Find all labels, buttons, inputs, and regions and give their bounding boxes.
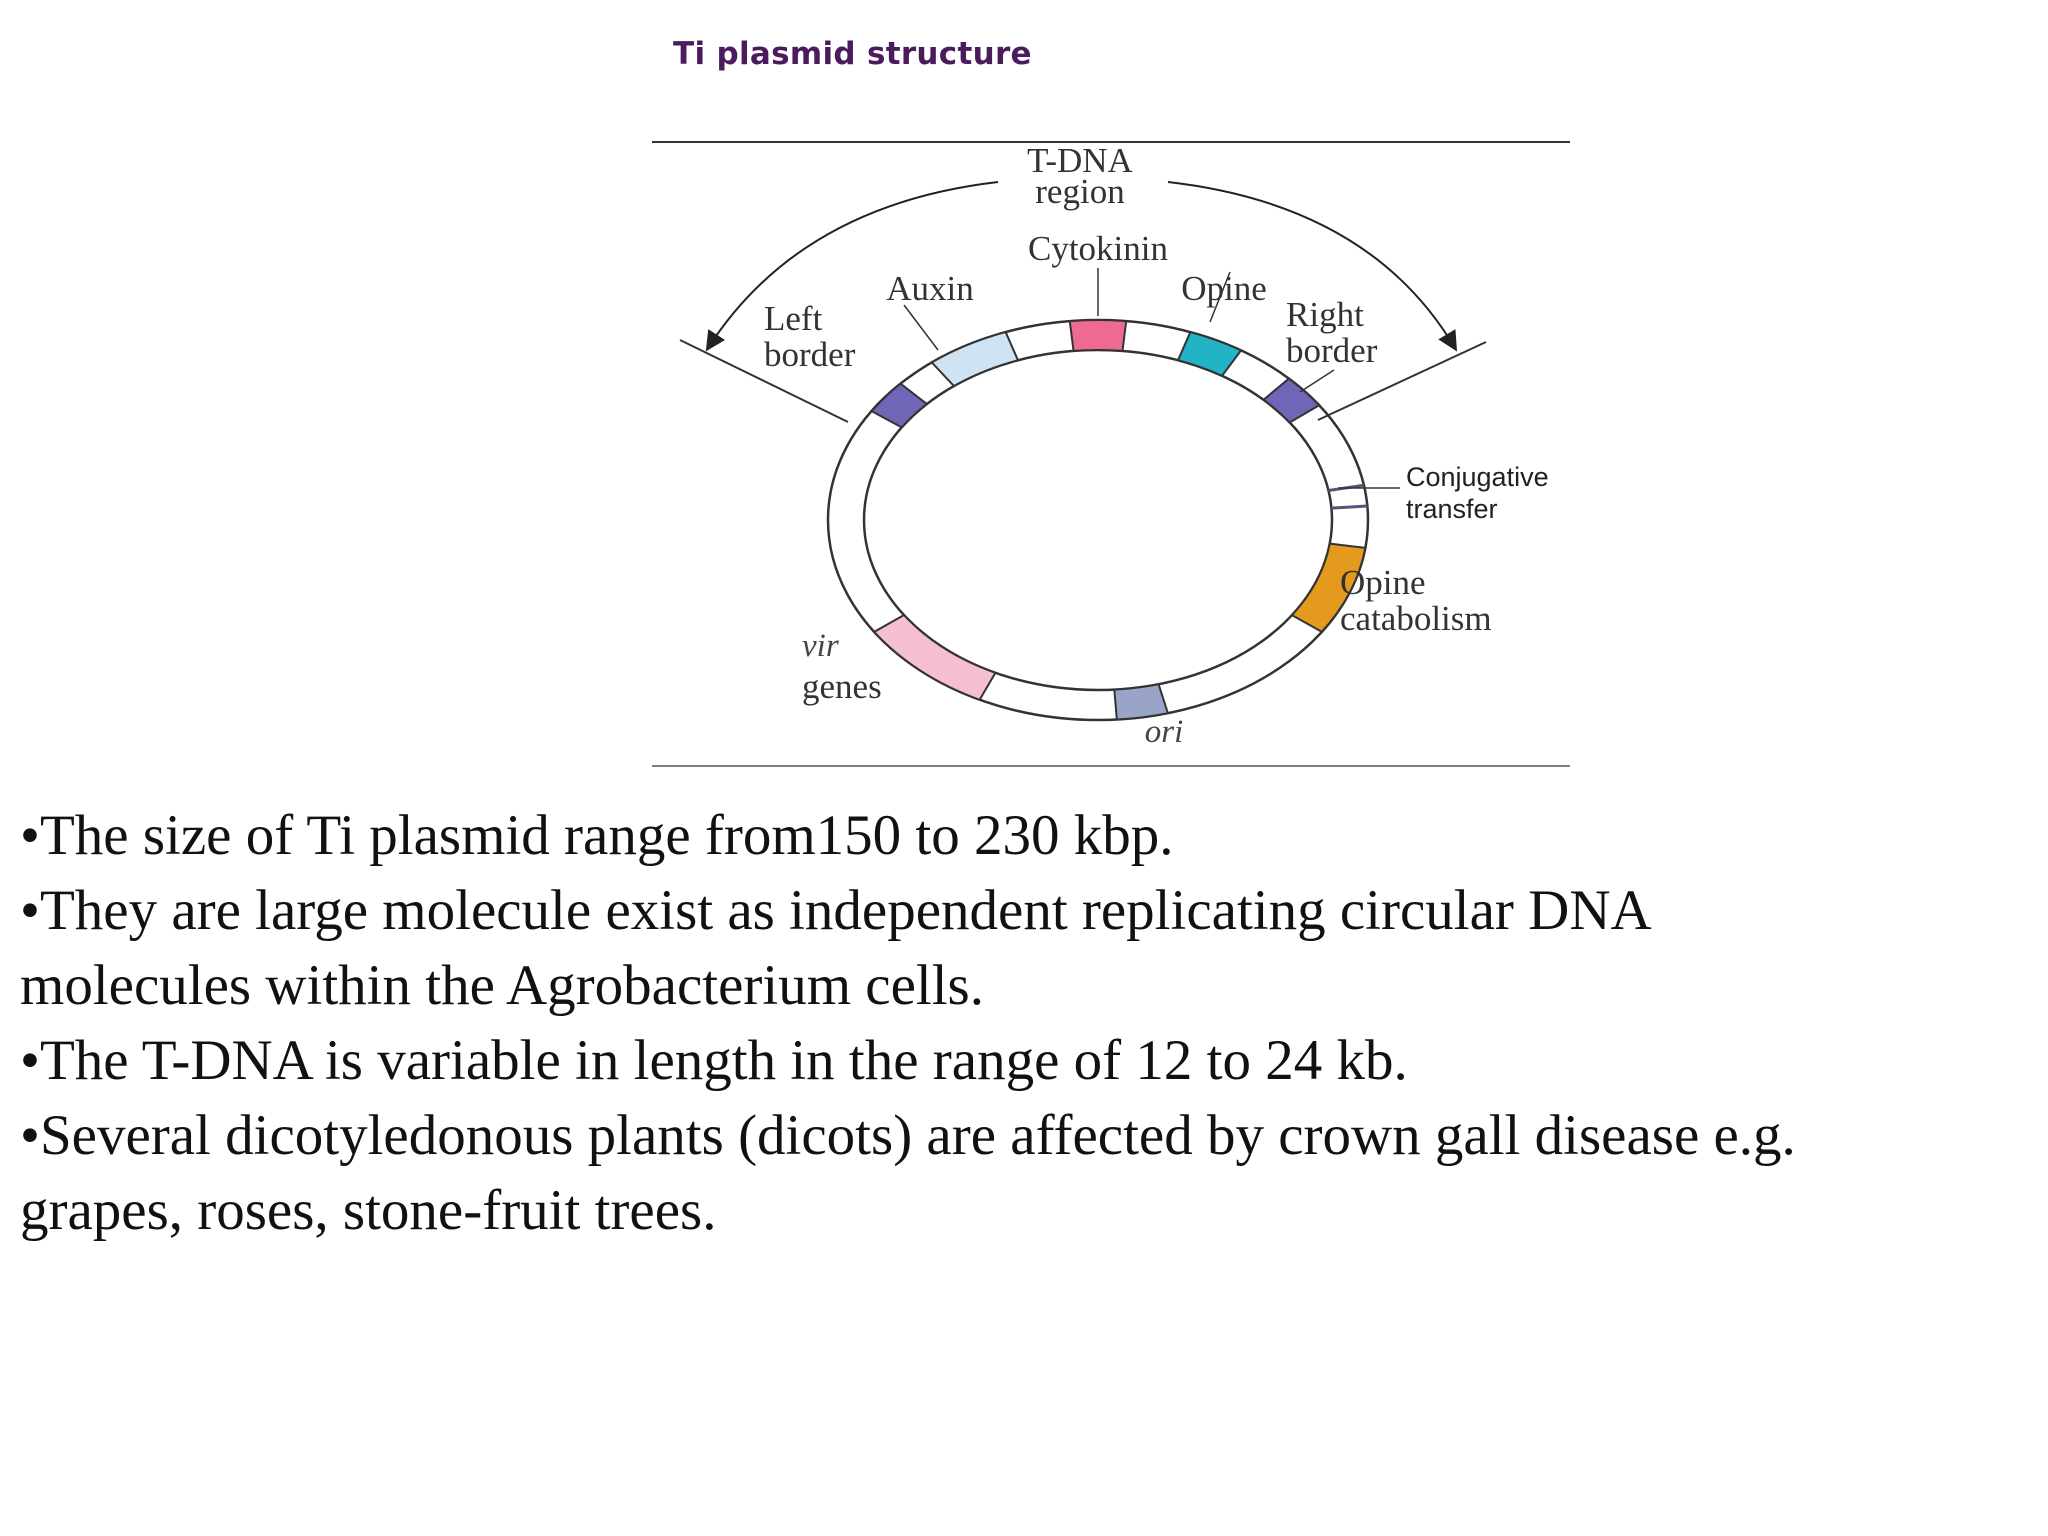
tdna-region-label-line2: region [1035, 172, 1124, 211]
opine-leader [1209, 271, 1231, 323]
tdna-arrow-right [1167, 181, 1458, 352]
vir-genes-label-line1: vir [802, 628, 839, 664]
conjugative-transfer-label-line1: Conjugative [1406, 462, 1549, 492]
left-border-segment [869, 382, 929, 429]
left-border-line [679, 339, 849, 423]
opine-catabolism-label-line1: Opine [1340, 563, 1426, 602]
cytokinin-segment [1068, 319, 1128, 353]
tdna-region-label-line1: T-DNA [1027, 141, 1133, 180]
right-border-line [1317, 341, 1487, 421]
right-border-segment [1261, 377, 1321, 424]
left-border-label-line2: border [764, 335, 856, 374]
auxin-segment [930, 330, 1020, 388]
vir-genes-segment [872, 613, 997, 701]
cytokinin-label: Cytokinin [1028, 229, 1168, 268]
tdna-arrow-left [705, 181, 999, 352]
bullet-line: •The T-DNA is variable in length in the … [20, 1029, 1408, 1092]
auxin-label: Auxin [886, 269, 974, 308]
opine-catabolism-label-line2: catabolism [1340, 599, 1492, 638]
figure-title: Ti plasmid structure [673, 36, 1032, 72]
ori-label: ori [1145, 714, 1184, 750]
opine-label: Opine [1181, 269, 1267, 308]
vir-genes-label-line2: genes [802, 667, 882, 706]
ori-segment [1113, 683, 1170, 721]
right-border-label-line1: Right [1286, 295, 1364, 334]
conjugative-transfer-label-line2: transfer [1406, 494, 1498, 524]
bullet-text: •The size of Ti plasmid range from150 to… [20, 798, 2020, 1248]
bullet-line: •Several dicotyledonous plants (dicots) … [20, 1104, 1796, 1167]
bullet-line: •The size of Ti plasmid range from150 to… [20, 804, 1174, 867]
left-border-label-line1: Left [764, 299, 823, 338]
conjugative-transfer-marker [1331, 504, 1368, 510]
auxin-leader [903, 304, 939, 351]
opine-segment [1176, 330, 1243, 378]
right-border-leader [1299, 369, 1335, 393]
bullet-line: molecules within the Agrobacterium cells… [20, 954, 984, 1017]
bullet-line: grapes, roses, stone-fruit trees. [20, 1179, 717, 1242]
right-border-label-line2: border [1286, 331, 1378, 370]
ti-plasmid-diagram: T-DNA region Cytokinin Auxin Opine Left … [652, 141, 1570, 767]
opine-catabolism-segment [1290, 542, 1367, 634]
bullet-line: •They are large molecule exist as indepe… [20, 879, 1652, 942]
